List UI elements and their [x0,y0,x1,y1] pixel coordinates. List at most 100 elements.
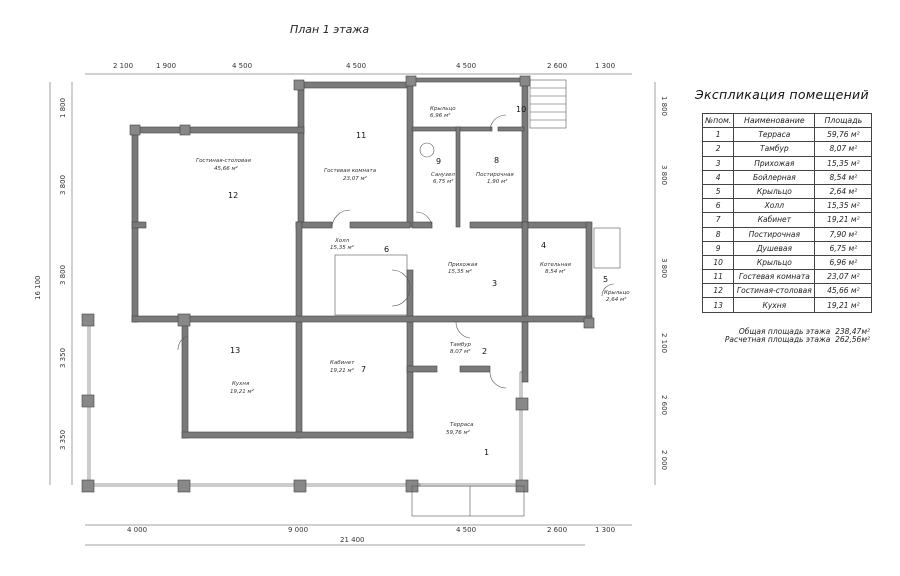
room-number: 8 [494,156,499,165]
room-number: 6 [384,245,389,254]
totals: Общая площадь этажа 238,47м² Расчетная п… [705,328,870,344]
dimension-lines [49,73,656,546]
cell-number: 11 [701,269,735,285]
svg-text:2 600: 2 600 [660,395,668,415]
room-labels: Гостиная-столовая 45,66 м² 12 Гостевая к… [196,105,630,457]
svg-text:2 100: 2 100 [660,333,668,353]
room-area: 8,54 м² [545,268,566,275]
room-number: 3 [492,279,497,288]
explication-title: Экспликация помещений [695,87,869,102]
col-number: №пом. [701,112,735,129]
room-name: Гостиная-столовая [196,158,252,164]
svg-text:4 000: 4 000 [127,526,147,534]
room-number: 10 [516,105,526,114]
walls [87,77,593,487]
svg-text:3 800: 3 800 [660,258,668,278]
stairs [334,79,621,517]
room-name: Котельная [540,262,572,268]
cell-area: 59,76 м² [814,127,873,143]
cell-name: Бойлерная [733,169,816,185]
room-number: 11 [356,131,366,140]
svg-text:3 800: 3 800 [59,265,67,285]
cell-area: 15,35 м² [814,155,873,171]
dimension-texts: 2 100 1 900 4 500 4 500 4 500 2 600 1 30… [34,62,668,544]
col-name: Наименование [733,112,816,129]
room-name: Кухня [232,381,250,387]
room-number: 7 [361,365,366,374]
room-area: 45,66 м² [214,165,239,172]
cell-area: 19,21 м² [814,297,873,313]
svg-text:3 800: 3 800 [660,165,668,185]
svg-text:2 600: 2 600 [547,62,567,70]
cell-name: Постирочная [733,226,816,242]
cell-number: 2 [701,141,735,157]
room-name: Терраса [450,422,474,428]
svg-text:3 800: 3 800 [59,175,67,195]
room-number: 2 [482,347,487,356]
svg-text:1 300: 1 300 [595,526,615,534]
room-area: 2,64 м² [606,296,627,303]
room-area: 8,07 м² [450,348,471,355]
cell-name: Терраса [733,127,816,143]
room-area: 23,07 м² [343,175,368,182]
cell-area: 45,66 м² [814,283,873,299]
cell-number: 7 [701,212,735,228]
room-area: 15,35 м² [448,268,473,275]
svg-text:1 900: 1 900 [156,62,176,70]
room-area: 19,21 м² [330,367,355,374]
calc-area-value: 262,56м² [835,335,870,344]
svg-text:1 800: 1 800 [59,98,67,118]
svg-text:4 500: 4 500 [456,526,476,534]
cell-number: 10 [701,254,735,271]
room-number: 13 [230,346,240,355]
room-name: Гостевая комната [324,168,377,174]
svg-text:4 500: 4 500 [346,62,366,70]
cell-area: 23,07 м² [814,269,873,285]
total-area-line: Общая площадь этажа 238,47м² [705,328,870,336]
cell-name: Крыльцо [733,183,816,200]
svg-text:2 600: 2 600 [547,526,567,534]
svg-text:9 000: 9 000 [288,526,308,534]
room-number: 4 [541,241,546,250]
room-area: 6,75 м² [433,178,454,185]
cell-number: 6 [701,198,735,214]
calc-area-label: Расчетная площадь этажа [724,335,831,344]
svg-text:2 100: 2 100 [113,62,133,70]
room-area: 59,76 м² [446,429,471,436]
room-area: 1,90 м² [487,178,508,185]
room-name: Крыльцо [604,290,630,296]
svg-text:1 300: 1 300 [595,62,615,70]
svg-text:3 350: 3 350 [59,430,67,450]
calc-area-line: Расчетная площадь этажа 262,56м² [705,336,870,344]
cell-area: 8,07 м² [814,141,873,157]
room-name: Тамбур [450,342,472,348]
cell-area: 2,64 м² [814,183,873,200]
room-name: Крыльцо [430,106,456,112]
room-name: Кабинет [330,360,355,366]
cell-number: 4 [701,169,735,185]
cell-name: Крыльцо [733,254,816,271]
room-area: 19,21 м² [230,388,255,395]
cell-name: Гостевая комната [733,269,816,285]
cell-area: 6,75 м² [814,240,873,256]
svg-text:4 500: 4 500 [456,62,476,70]
room-number: 12 [228,191,238,200]
room-name: Постирочная [476,172,514,178]
svg-text:16 100: 16 100 [34,276,42,301]
svg-text:1 800: 1 800 [660,96,668,116]
cell-area: 7,90 м² [814,226,873,242]
room-name: Санузел [431,172,455,178]
cell-name: Гостиная-столовая [733,283,816,299]
